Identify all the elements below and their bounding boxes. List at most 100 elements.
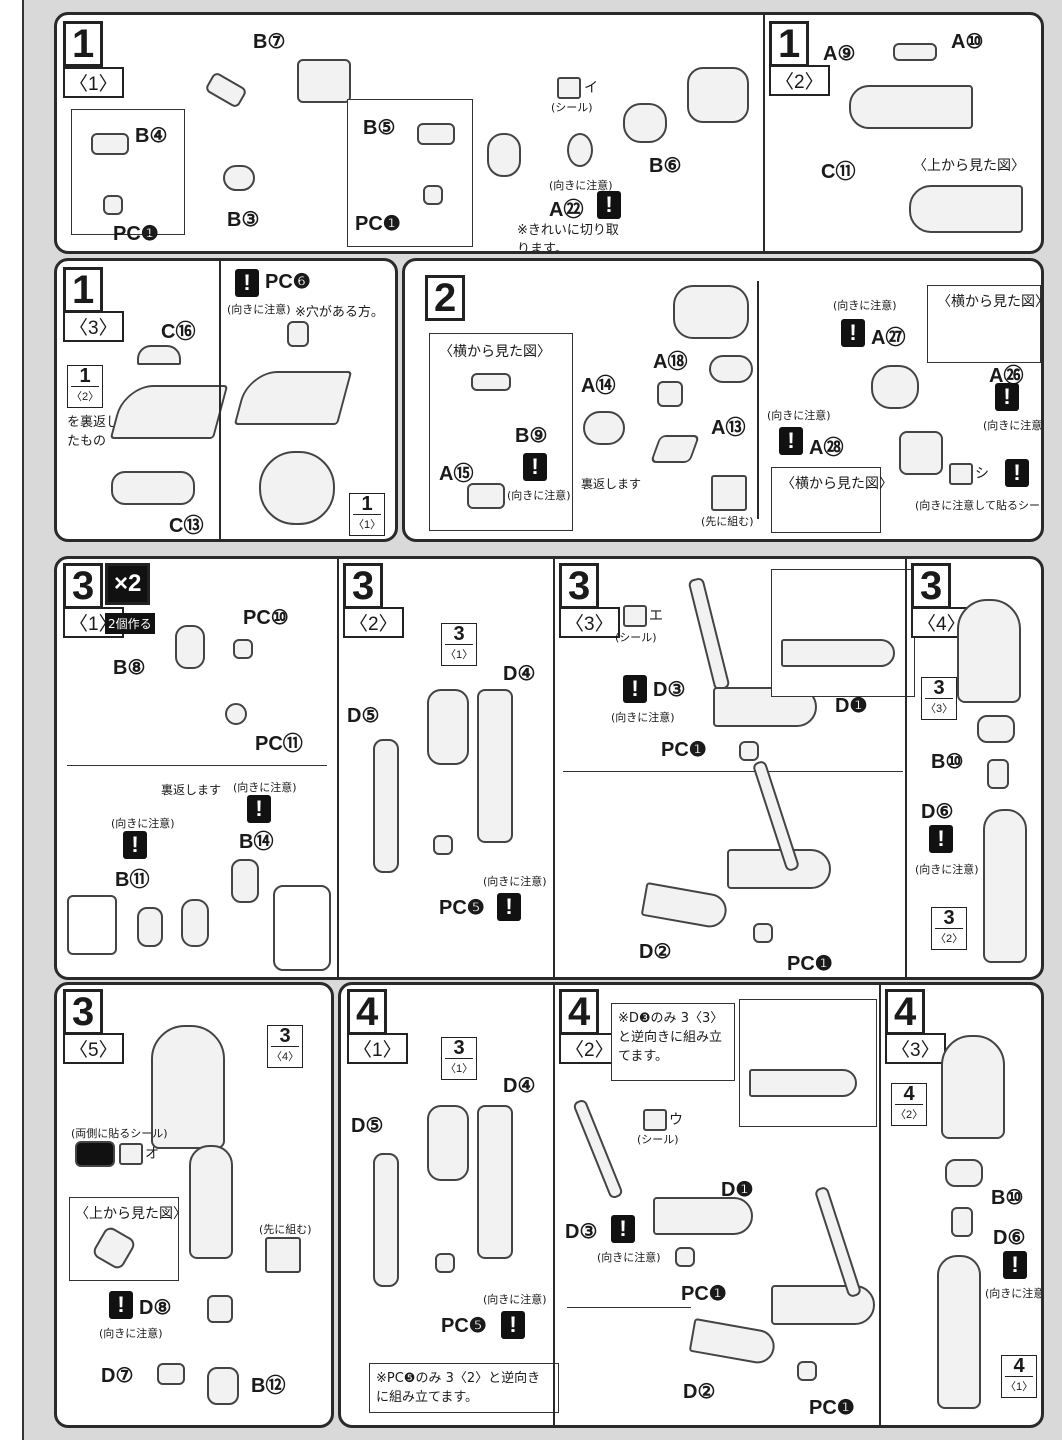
seal-icon xyxy=(557,77,581,99)
caution-icon: ! xyxy=(235,269,259,297)
caution-icon: ! xyxy=(247,795,271,823)
caution-icon: ! xyxy=(623,675,647,703)
part-label: D③ xyxy=(565,1221,598,1243)
reference-step: 3〈1〉 xyxy=(441,623,478,666)
part-label: B⑨ xyxy=(515,425,548,447)
part-shape xyxy=(749,1069,857,1097)
part-shape xyxy=(951,1207,973,1237)
make-two-note: 2個作る xyxy=(105,613,155,634)
caution-note: (向きに注意) xyxy=(833,299,897,312)
ref-num: 4 xyxy=(1013,1355,1025,1377)
part-shape xyxy=(427,1105,469,1181)
part-label: PC❺ xyxy=(439,897,485,919)
part-shape xyxy=(137,345,181,365)
separator-line xyxy=(567,1307,691,1308)
part-label: C⑪ xyxy=(821,161,856,183)
seal-key: エ xyxy=(649,608,663,624)
substep-label: 〈2〉 xyxy=(343,607,404,638)
substep-divider xyxy=(219,261,221,539)
substep-divider xyxy=(757,281,759,519)
ref-sub: 〈3〉 xyxy=(925,698,954,719)
ref-sub: 〈2〉 xyxy=(71,386,100,407)
part-shape xyxy=(287,321,309,347)
caution-icon: ! xyxy=(109,1291,133,1319)
previous-page-edge xyxy=(0,0,24,1440)
part-label: B⑩ xyxy=(991,1187,1024,1209)
caution-icon: ! xyxy=(611,1215,635,1243)
part-label: B⑤ xyxy=(363,117,396,139)
part-label: D❶ xyxy=(835,695,868,717)
part-label: PC❺ xyxy=(441,1315,487,1337)
caution-note: (向きに注意) xyxy=(767,409,831,422)
multiplier: ×2 xyxy=(105,563,151,605)
step-4-panel: 4 〈1〉 3〈1〉 D④ D⑤ (向きに注意) PC❺ ! ※PC❺のみ 3〈… xyxy=(338,982,1044,1428)
ref-sub: 〈1〉 xyxy=(353,514,382,535)
part-shape xyxy=(373,739,399,873)
seal-key: シ xyxy=(975,466,989,482)
part-shape xyxy=(983,809,1027,963)
caution-note: (向きに注意) xyxy=(611,711,675,724)
part-label: D② xyxy=(683,1381,716,1403)
part-label: A⑮ xyxy=(439,463,474,485)
reverse-note: ※PC❺のみ 3〈2〉と逆向きに組み立てます。 xyxy=(376,1371,541,1405)
seal-key: オ xyxy=(145,1146,159,1162)
part-shape xyxy=(427,689,469,765)
step-3-5-panel: 3 〈5〉 3〈4〉 (両側に貼るシール) オ 〈上から見た図〉 (先に組む) … xyxy=(54,982,334,1428)
step-number: 3 xyxy=(343,563,384,609)
part-shape xyxy=(871,365,919,409)
ref-sub: 〈2〉 xyxy=(935,928,964,949)
caution-icon: ! xyxy=(501,1311,525,1339)
ref-sub: 〈1〉 xyxy=(445,1058,474,1079)
part-label: PC❶ xyxy=(681,1283,727,1305)
step-number: 3 xyxy=(63,989,104,1035)
substep-divider xyxy=(763,15,765,251)
reference-view xyxy=(771,569,915,697)
ref-sub: 〈1〉 xyxy=(445,644,474,665)
part-shape xyxy=(623,103,667,143)
part-label: D⑥ xyxy=(993,1227,1026,1249)
step-1-3-panel: 1 〈3〉 C⑯ 1〈2〉 を裏返したもの C⑬ ! PC❻ (向きに注意) ※… xyxy=(54,258,398,542)
part-shape xyxy=(273,885,331,971)
part-shape xyxy=(739,741,759,761)
substep-label: 〈2〉 xyxy=(559,1033,620,1064)
seal-caption: (シール) xyxy=(637,1133,679,1146)
substep-label: 〈5〉 xyxy=(63,1033,124,1064)
substep-divider xyxy=(879,985,881,1425)
flip-note: 裏返します xyxy=(581,477,642,491)
part-label: A㉒ xyxy=(549,199,584,221)
part-shape xyxy=(157,1363,185,1385)
caution-note: (向きに注意) xyxy=(915,863,979,876)
ref-sub: 〈2〉 xyxy=(895,1104,924,1125)
part-label: A⑩ xyxy=(951,31,984,53)
ref-num: 1 xyxy=(361,493,373,515)
part-shape xyxy=(849,85,973,129)
caution-note: (向きに注意) xyxy=(99,1327,163,1340)
step-number: 4 xyxy=(347,989,388,1035)
hole-note: ※穴がある方。 xyxy=(295,305,384,320)
seal-icon xyxy=(75,1141,115,1167)
ref-num: 3 xyxy=(943,907,955,929)
part-shape xyxy=(487,133,521,177)
part-shape xyxy=(709,355,753,383)
part-label: D⑦ xyxy=(101,1365,134,1387)
part-shape xyxy=(673,285,749,339)
first-note: (先に組む) xyxy=(259,1223,312,1236)
part-label: C⑯ xyxy=(161,321,196,343)
caution-icon: ! xyxy=(1005,459,1029,487)
part-shape xyxy=(433,835,453,855)
substep-label: 〈3〉 xyxy=(885,1033,946,1064)
ref-num: 3 xyxy=(453,623,465,645)
part-label: D② xyxy=(639,941,672,963)
part-shape xyxy=(813,1185,863,1299)
part-shape xyxy=(417,123,455,145)
caution-icon: ! xyxy=(497,893,521,921)
part-label: B④ xyxy=(135,125,168,147)
caution-icon: ! xyxy=(597,191,621,219)
caution-note: (向きに注意) xyxy=(233,781,297,794)
part-shape xyxy=(207,1295,233,1323)
step-number: 4 xyxy=(885,989,926,1035)
reference-view xyxy=(739,999,877,1127)
part-shape xyxy=(471,373,511,391)
substep-label: 〈3〉 xyxy=(559,607,620,638)
seal-key: ウ xyxy=(669,1112,683,1128)
